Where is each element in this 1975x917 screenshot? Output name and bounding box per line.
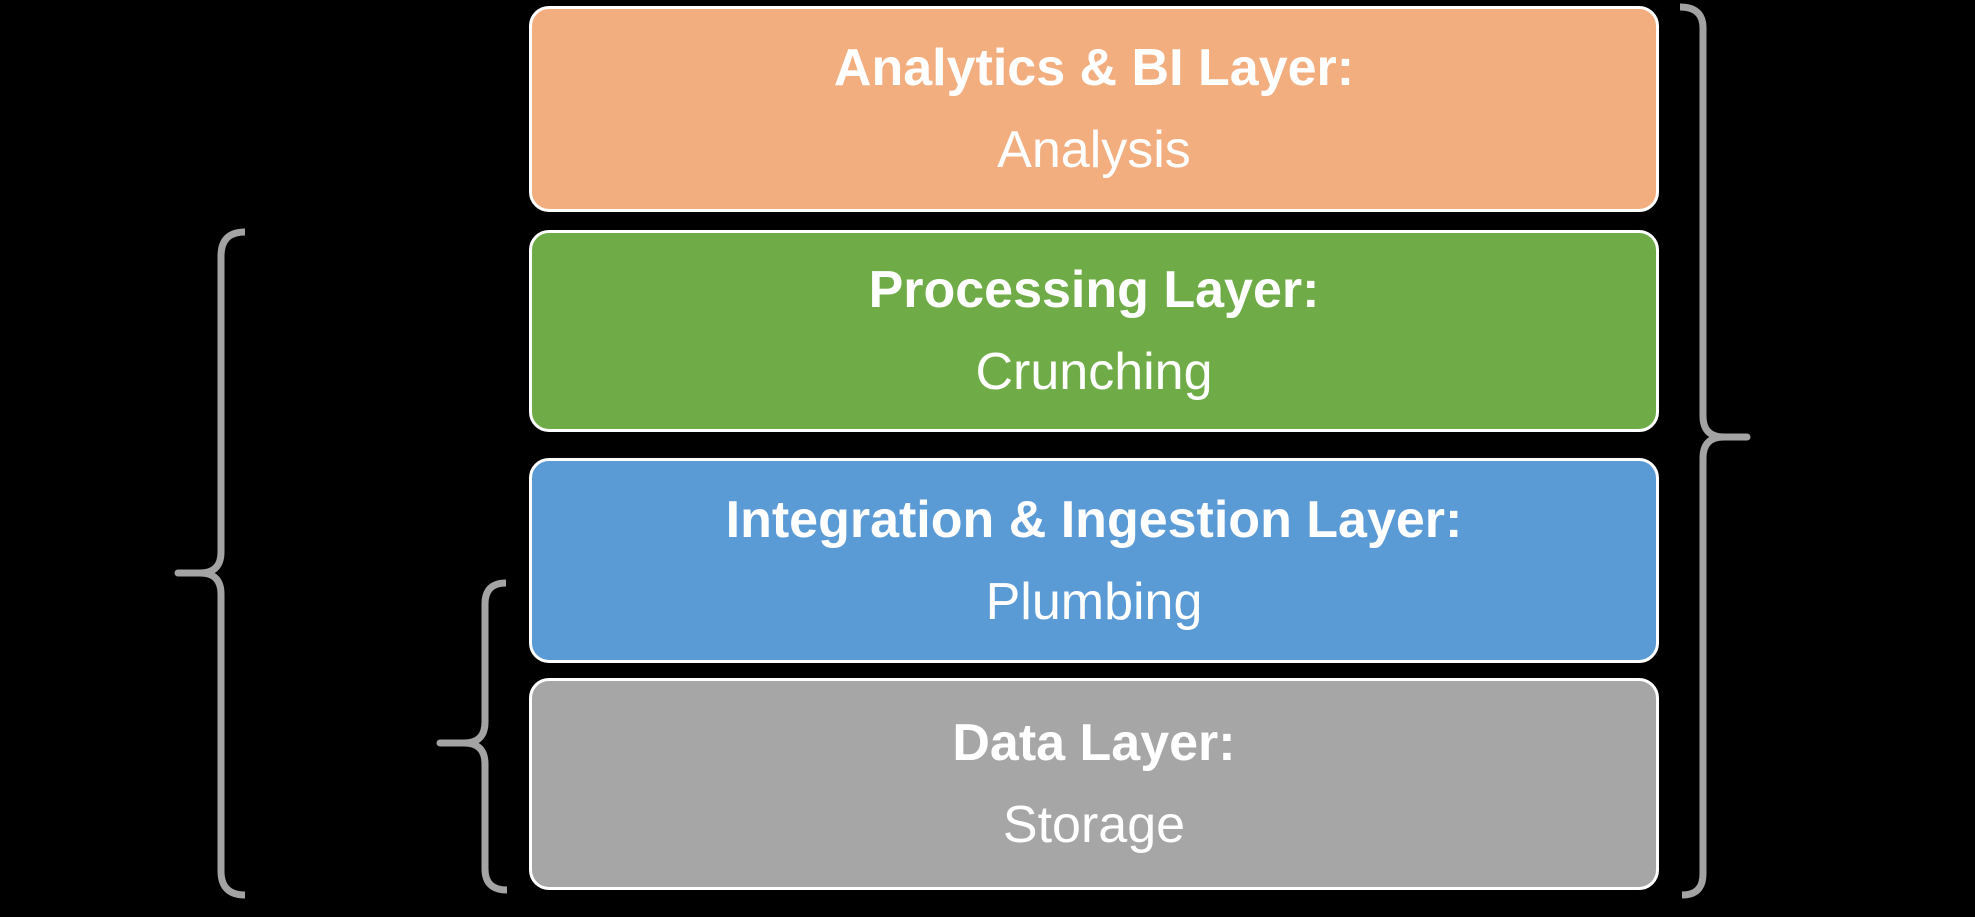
layer-title: Integration & Ingestion Layer: [725, 490, 1463, 549]
layer-box-data: Data Layer: Storage [529, 678, 1659, 890]
layer-subtitle: Storage [1002, 796, 1186, 854]
layer-subtitle: Analysis [997, 121, 1191, 179]
layer-box-processing: Processing Layer: Crunching [529, 230, 1659, 432]
layer-subtitle: Plumbing [985, 572, 1203, 631]
layer-title: Data Layer: [952, 714, 1236, 772]
left-inner-brace-icon [436, 579, 508, 894]
layer-box-integration-ingestion: Integration & Ingestion Layer: Plumbing [529, 458, 1659, 663]
right-brace-icon [1679, 3, 1751, 899]
layer-title: Processing Layer: [868, 261, 1320, 319]
layer-box-analytics-bi: Analytics & BI Layer: Analysis [529, 6, 1659, 212]
layer-subtitle: Crunching [975, 343, 1213, 401]
left-outer-brace-icon [174, 228, 246, 899]
layer-title: Analytics & BI Layer: [833, 39, 1355, 97]
